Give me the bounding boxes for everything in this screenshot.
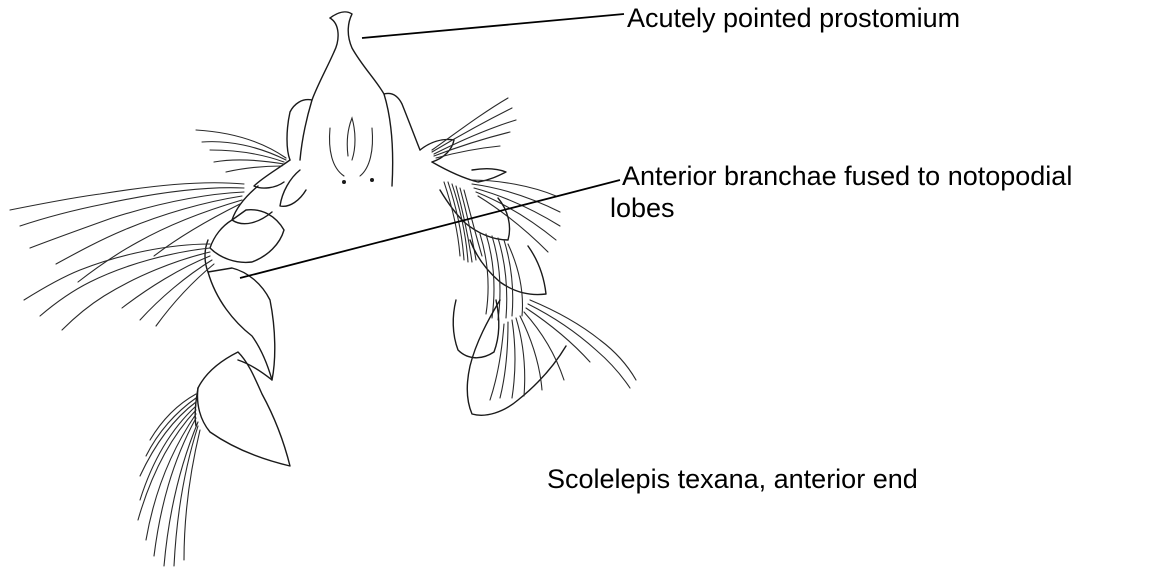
- leader-line-branchae: [240, 180, 620, 278]
- label-prostomium: Acutely pointed prostomium: [627, 2, 960, 34]
- right-parapodia: [420, 98, 636, 415]
- figure-caption: Scolelepis texana, anterior end: [547, 463, 918, 495]
- label-anterior-branchae: Anterior branchae fused to notopodial: [622, 160, 1072, 192]
- prostomium: [287, 12, 420, 186]
- leader-line-prostomium: [362, 14, 624, 38]
- left-parapodia: [10, 130, 306, 566]
- label-anterior-branchae-continued: lobes: [610, 192, 675, 224]
